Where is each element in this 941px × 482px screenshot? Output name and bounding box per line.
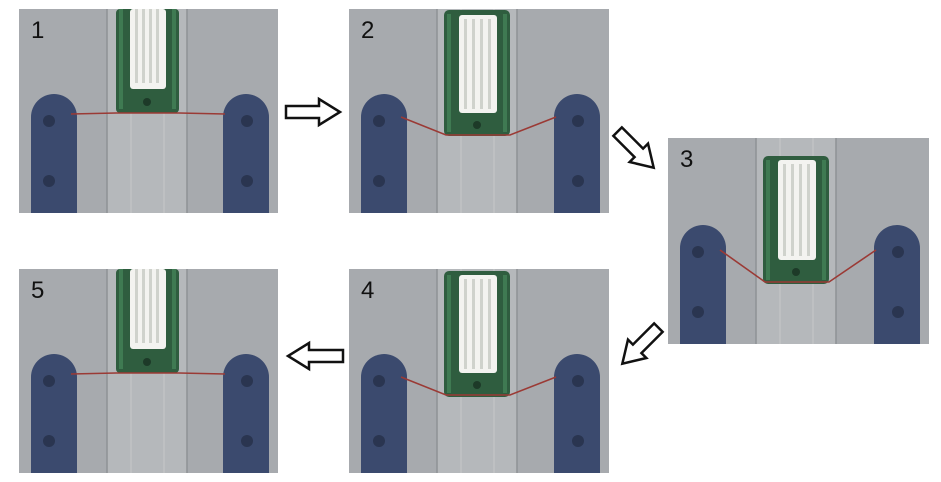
left-clamp <box>680 225 726 344</box>
carriage <box>116 269 179 373</box>
wire <box>719 249 877 283</box>
wire <box>400 116 557 136</box>
right-clamp <box>874 225 920 344</box>
step-5-photo: 5 <box>19 269 278 473</box>
step-number: 1 <box>31 17 45 44</box>
left-clamp <box>31 94 77 213</box>
test-rig-image <box>19 9 278 213</box>
wire <box>70 112 226 115</box>
test-rig-image <box>349 9 609 213</box>
step-number: 2 <box>361 17 375 44</box>
right-arrow-icon <box>284 96 343 128</box>
step-number: 3 <box>680 146 694 173</box>
carriage <box>116 9 179 113</box>
carriage <box>444 10 510 136</box>
right-clamp <box>554 354 600 473</box>
left-clamp <box>361 354 407 473</box>
step-3-photo: 3 <box>668 138 929 344</box>
step-4-photo: 4 <box>349 269 609 473</box>
step-1-photo: 1 <box>19 9 278 213</box>
test-rig-image <box>668 138 929 344</box>
left-clamp <box>361 94 407 213</box>
down-right-arrow-icon <box>611 125 656 170</box>
step-number: 5 <box>31 277 45 304</box>
test-rig-image <box>19 269 278 473</box>
right-clamp <box>223 94 269 213</box>
carriage <box>444 271 510 397</box>
wire <box>70 372 226 375</box>
down-left-arrow-icon <box>620 321 665 366</box>
left-clamp <box>31 354 77 473</box>
step-2-photo: 2 <box>349 9 609 213</box>
left-arrow-icon <box>285 340 345 372</box>
wire <box>400 376 557 396</box>
carriage <box>763 156 829 284</box>
right-clamp <box>223 354 269 473</box>
step-number: 4 <box>361 277 375 304</box>
test-rig-image <box>349 269 609 473</box>
right-clamp <box>554 94 600 213</box>
